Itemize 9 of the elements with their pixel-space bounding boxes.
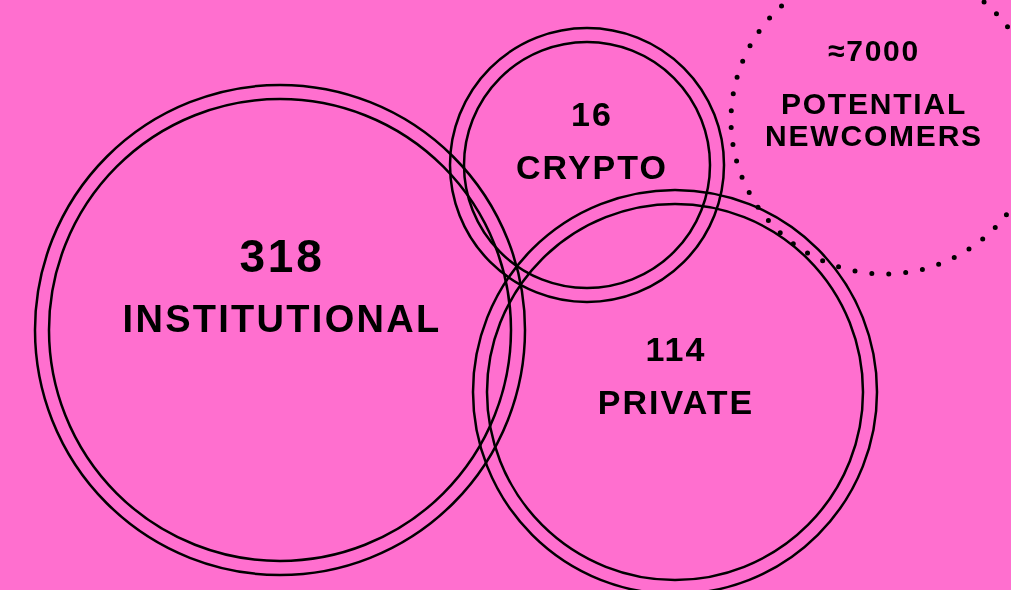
venn-circle [448,26,726,304]
category-label: INSTITUTIONAL [121,300,443,340]
count-number: 16 [570,97,614,133]
category-label: PRIVATE [596,385,756,421]
category-label: POTENTIAL NEWCOMERS [764,88,984,151]
category-label: CRYPTO [514,150,669,186]
count-number: ≈7000 [826,35,922,67]
count-number: 318 [238,232,326,281]
count-number: 114 [644,332,708,368]
